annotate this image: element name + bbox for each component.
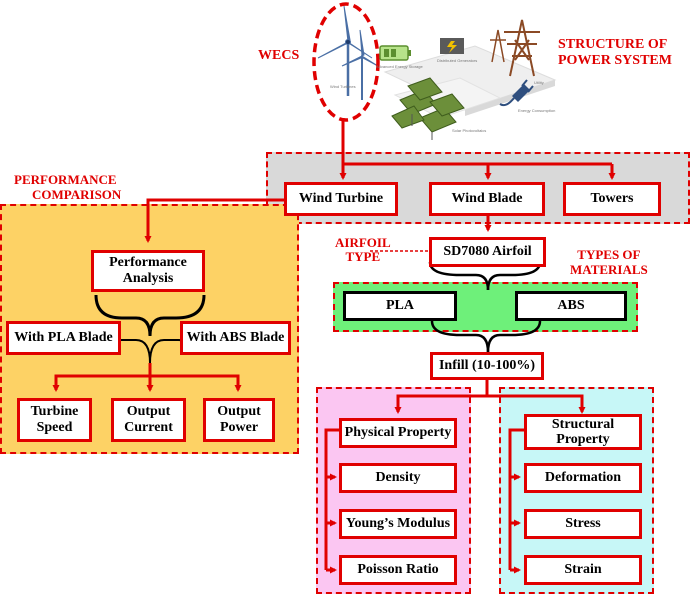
turbine-speed-line-1: Turbine [30, 404, 79, 419]
arrow-output-power [150, 374, 242, 392]
materials-brace-left [430, 320, 490, 353]
caption-energy-storage: Advanced Energy Storage [376, 64, 423, 69]
power-system-illustration [312, 2, 557, 140]
output-power-line-2: Power [219, 420, 259, 435]
airfoil-type-label: AIRFOIL TYPE [335, 236, 391, 264]
materials-label-line-2: MATERIALS [570, 262, 648, 277]
solar-panel-icon [391, 77, 465, 140]
wind-turbine-icon [317, 5, 379, 100]
arrow-performance-analysis [144, 198, 284, 243]
arrow-turbine-speed [52, 363, 152, 392]
stress-node: Stress [524, 509, 642, 539]
performance-label: PERFORMANCE COMPARISON [14, 172, 121, 202]
output-current-line-2: Current [124, 420, 173, 435]
wind-blade-node: Wind Blade [429, 182, 545, 216]
structural-property-line-1: Structural [551, 417, 615, 432]
materials-label-line-1: TYPES OF [577, 247, 641, 262]
materials-brace-right [486, 320, 542, 353]
materials-label: TYPES OF MATERIALS [570, 247, 648, 277]
performance-brace [94, 294, 206, 337]
airfoil-brace-left [428, 261, 490, 291]
turbine-speed-node: Turbine Speed [17, 398, 92, 442]
airfoil-node: SD7080 Airfoil [429, 237, 546, 267]
pla-node: PLA [343, 291, 457, 321]
caption-wind-turbines: Wind Turbines [330, 84, 356, 89]
structure-label-line-2: POWER SYSTEM [558, 53, 672, 68]
structure-label-line-1: STRUCTURE OF [558, 37, 668, 52]
strain-node: Strain [524, 555, 642, 585]
abs-blade-node: With ABS Blade [180, 321, 291, 355]
airfoil-label-line-1: AIRFOIL [335, 235, 391, 250]
caption-solar-photovoltaics: Solar Photovoltaics [452, 128, 487, 133]
wecs-label: WECS [258, 48, 300, 63]
performance-label-line-1: PERFORMANCE [14, 172, 117, 187]
battery-icon [379, 45, 411, 61]
performance-analysis-node: Performance Analysis [91, 250, 205, 292]
density-node: Density [339, 463, 457, 493]
performance-analysis-line-1: Performance [109, 255, 187, 270]
airfoil-brace-right [486, 261, 542, 291]
poisson-ratio-node: Poisson Ratio [339, 555, 457, 585]
structural-property-node: Structural Property [524, 414, 642, 450]
arrow-physical-property [394, 380, 489, 414]
pla-blade-node: With PLA Blade [6, 321, 121, 355]
performance-label-line-2: COMPARISON [32, 187, 122, 202]
generator-icon [440, 38, 464, 54]
plug-icon [499, 79, 534, 107]
performance-analysis-line-2: Analysis [122, 271, 174, 286]
output-power-node: Output Power [203, 398, 275, 442]
transmission-tower-icon [490, 19, 540, 77]
output-current-node: Output Current [111, 398, 186, 442]
structural-property-line-2: Property [556, 432, 610, 447]
wecs-highlight [312, 2, 380, 122]
infill-node: Infill (10-100%) [430, 352, 544, 380]
caption-distributed-generators: Distributed Generators [437, 58, 478, 63]
towers-node: Towers [563, 182, 661, 216]
output-current-line-1: Output [126, 404, 171, 419]
output-power-line-1: Output [217, 404, 261, 419]
deformation-node: Deformation [524, 463, 642, 493]
structure-label: STRUCTURE OF POWER SYSTEM [558, 37, 672, 69]
airfoil-label-line-2: TYPE [345, 249, 381, 264]
caption-utility: Utility [534, 80, 544, 85]
youngs-modulus-node: Young’s Modulus [339, 509, 457, 539]
arrow-structural-property [487, 394, 586, 414]
caption-energy-consumption: Energy Consumption [518, 108, 556, 113]
wind-turbine-node: Wind Turbine [284, 182, 398, 216]
turbine-speed-line-2: Speed [36, 420, 73, 435]
abs-node: ABS [515, 291, 627, 321]
physical-property-node: Physical Property [339, 418, 457, 448]
